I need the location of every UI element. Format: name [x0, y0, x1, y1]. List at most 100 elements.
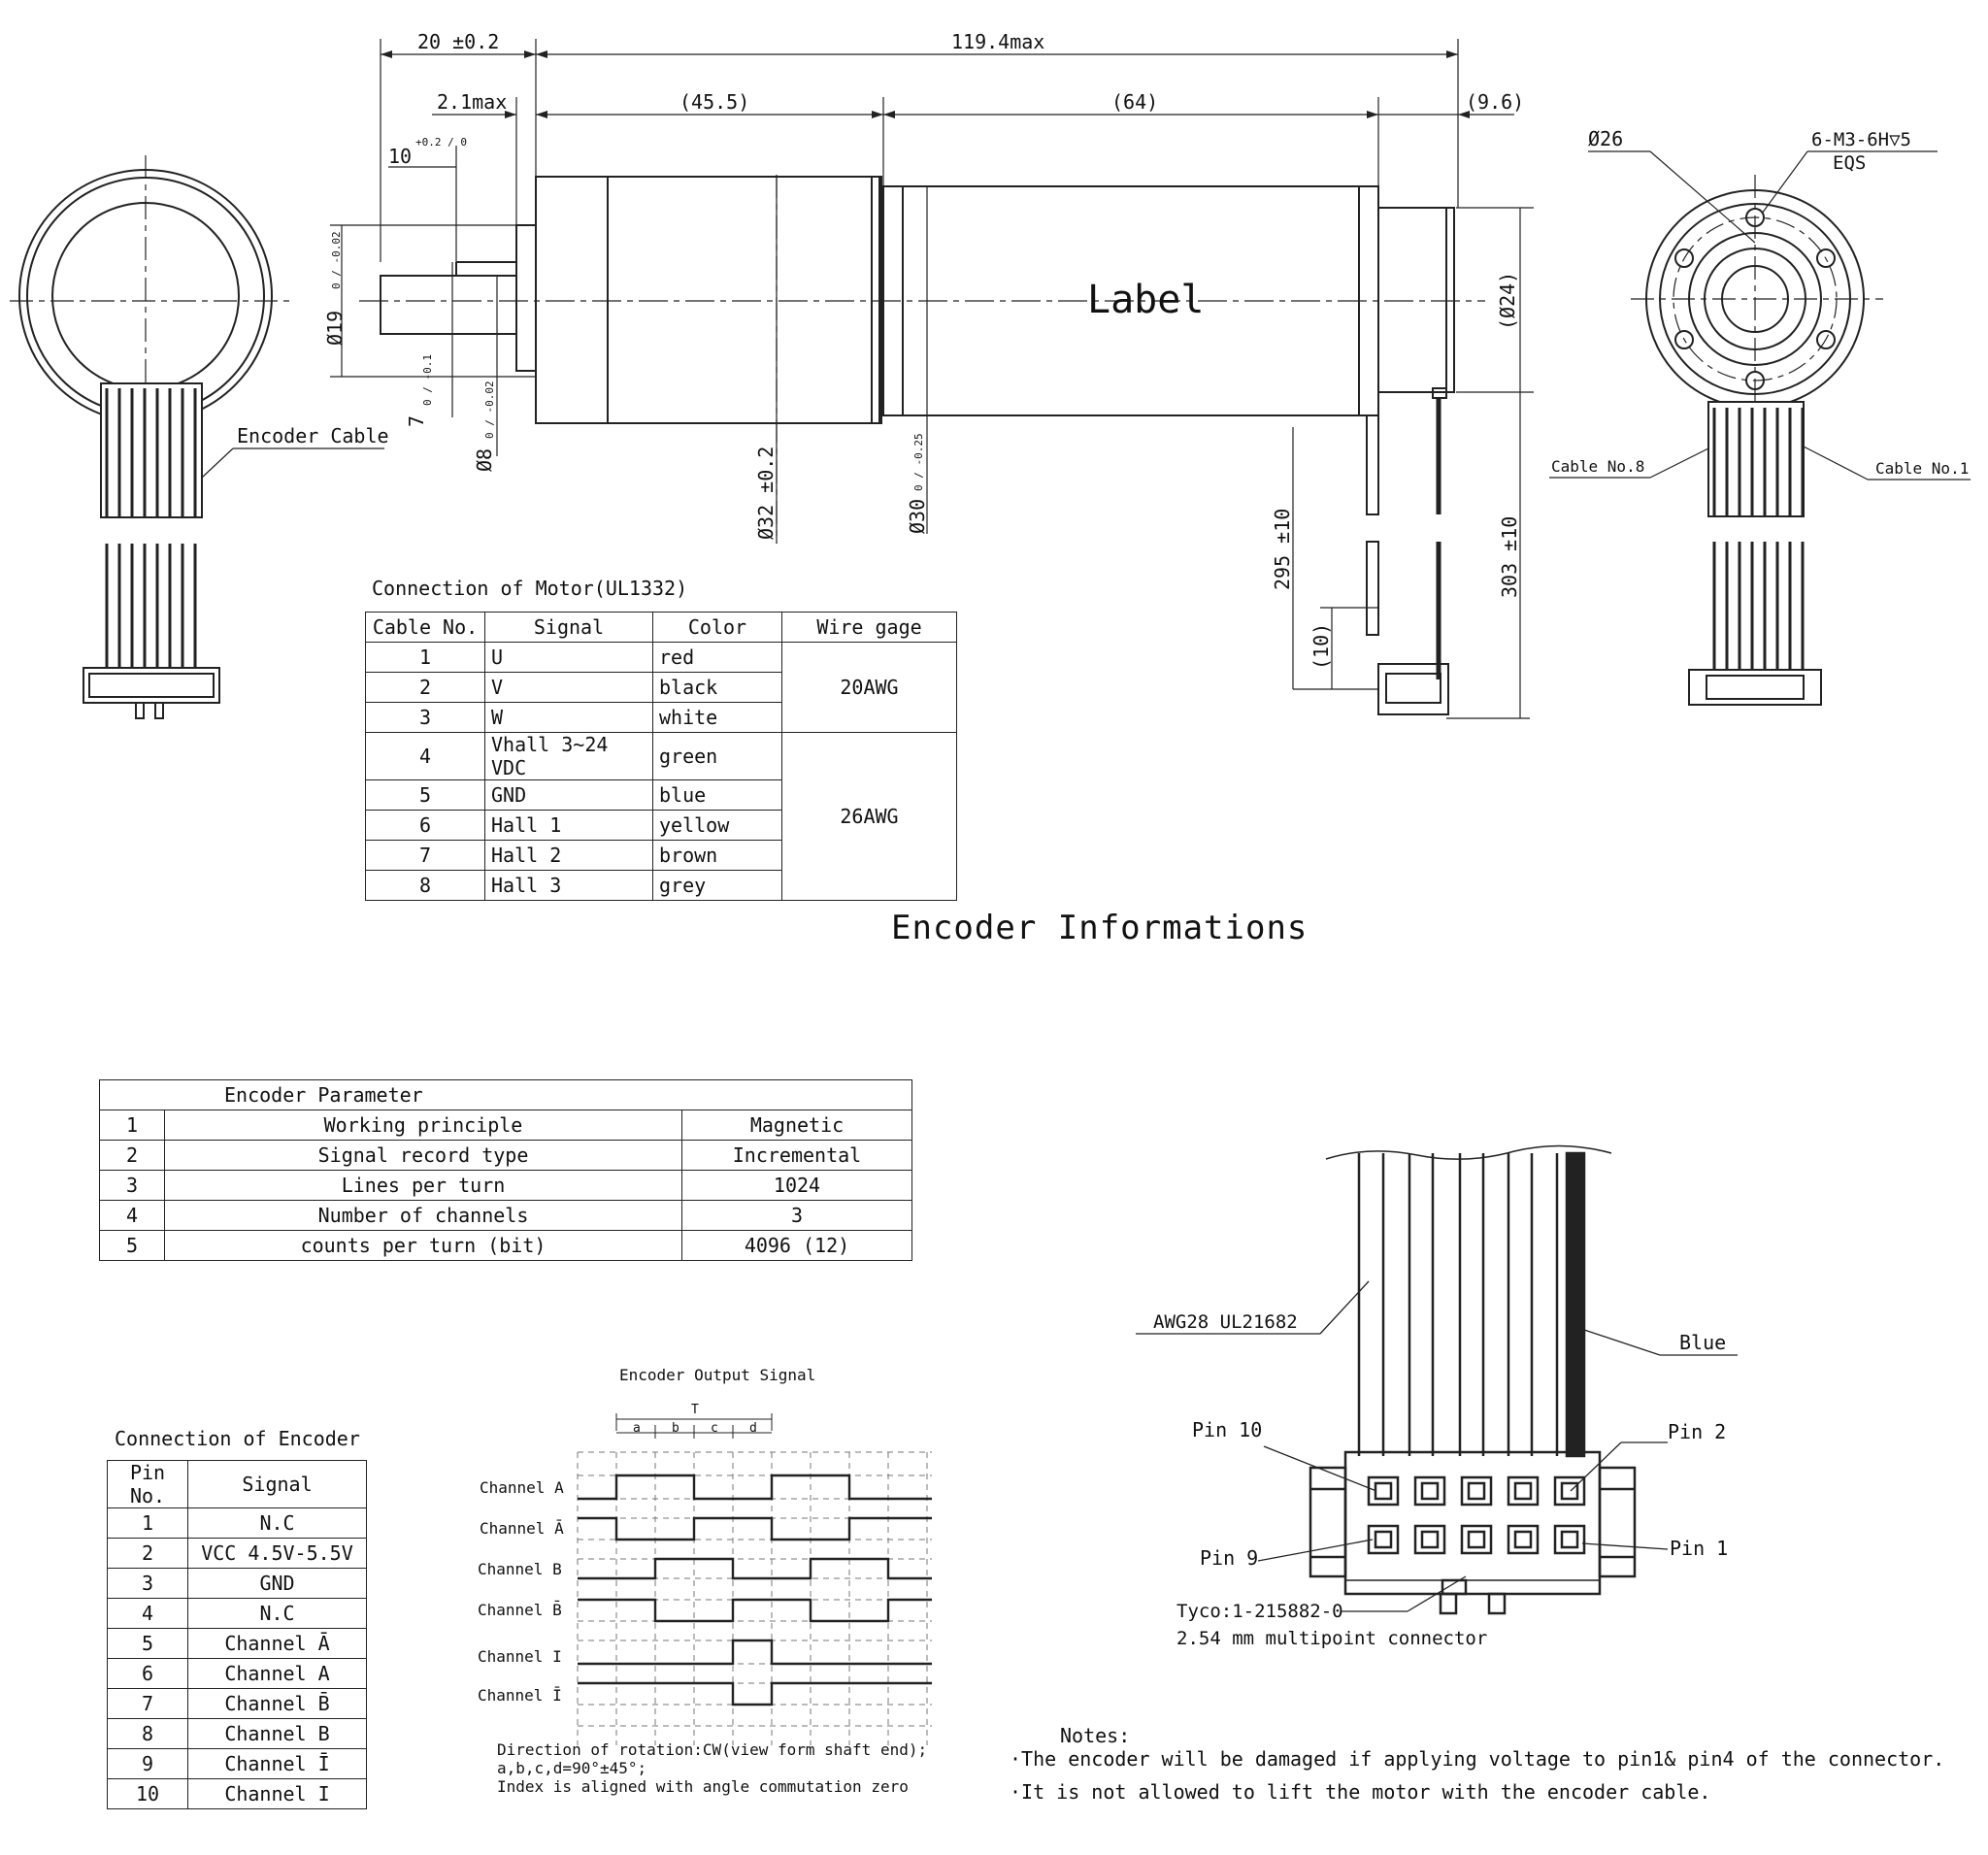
- table-row: 1 Working principle Magnetic: [99, 1110, 912, 1141]
- cell: Channel I: [187, 1778, 367, 1809]
- table-row: 3 W white: [365, 702, 957, 733]
- cell: 9: [107, 1748, 188, 1779]
- cell: green: [652, 732, 782, 780]
- cell: Channel Ī: [187, 1748, 367, 1779]
- signal-note-3: Index is aligned with angle commutation …: [497, 1777, 909, 1796]
- cell: 7: [365, 840, 485, 871]
- dim-dia19-tol: 0 / -0.02: [330, 231, 343, 289]
- cell: 5: [107, 1628, 188, 1659]
- table-row: 4 Vhall 3~24 VDC green 26AWG: [365, 732, 957, 901]
- cell: N.C: [187, 1507, 367, 1539]
- dim-gear: (45.5): [679, 90, 749, 114]
- dim-cable1: Cable No.1: [1875, 459, 1969, 478]
- channel-a-bar-label: Channel Ā: [480, 1519, 564, 1538]
- cell: 8: [365, 870, 485, 901]
- cell: U: [484, 642, 653, 673]
- table-row: 1 U red 20AWG: [365, 642, 957, 733]
- signal-note-2: a,b,c,d=90°±45°;: [497, 1759, 646, 1777]
- signal-period: T: [691, 1403, 699, 1417]
- cell: 3: [107, 1568, 188, 1599]
- dim-len10: (10): [1309, 623, 1333, 670]
- cell: GND: [187, 1568, 367, 1599]
- table-row: 6 Hall 1 yellow: [365, 810, 957, 841]
- cell: Channel B: [187, 1718, 367, 1749]
- dim-total: 119.4max: [951, 30, 1044, 53]
- cell: 2: [107, 1538, 188, 1569]
- cell: 1024: [681, 1170, 912, 1201]
- cell: white: [652, 702, 782, 733]
- tyco-label: Tyco:1-215882-0: [1176, 1601, 1343, 1622]
- channel-i-bar-label: Channel Ī: [478, 1686, 562, 1705]
- dim-cable8: Cable No.8: [1551, 457, 1644, 476]
- cell: Vhall 3~24 VDC: [484, 732, 653, 780]
- table-row: 5 counts per turn (bit) 4096 (12): [99, 1230, 912, 1261]
- cell: 6: [107, 1658, 188, 1689]
- signal-title: Encoder Output Signal: [619, 1366, 815, 1384]
- table-row: 2 Signal record type Incremental: [99, 1140, 912, 1171]
- note-1: ·The encoder will be damaged if applying…: [1010, 1747, 1945, 1771]
- dim-flat7-tol: 0 / -0.1: [421, 354, 434, 406]
- cell: 4: [99, 1200, 165, 1231]
- connector-diagram: AWG28 UL21682 Blue Pin 10 Pin 2 Pin 9 Pi…: [1136, 1144, 1738, 1649]
- cell: 4: [365, 732, 485, 780]
- motor-th-gage: Wire gage: [781, 612, 957, 643]
- cell: counts per turn (bit): [164, 1230, 682, 1261]
- dim-gap: 2.1max: [437, 90, 507, 114]
- dim-eqs: EQS: [1833, 152, 1866, 174]
- cell: Hall 3: [484, 870, 653, 901]
- cell: Channel A: [187, 1658, 367, 1689]
- cell: Signal record type: [164, 1140, 682, 1171]
- dim-dia30-tol: 0 / -0.25: [912, 433, 925, 491]
- cell: 2: [99, 1140, 165, 1171]
- cell: grey: [652, 870, 782, 901]
- dim-dia8: Ø8: [473, 448, 496, 472]
- cell: 4096 (12): [681, 1230, 912, 1261]
- cell: Channel B̄: [187, 1688, 367, 1719]
- gage-20awg: 20AWG: [781, 642, 957, 733]
- pin9-label: Pin 9: [1200, 1546, 1258, 1570]
- dim-flat7: 7: [405, 415, 428, 427]
- cell: black: [652, 672, 782, 703]
- table-row: 5 GND blue: [365, 779, 957, 811]
- cell: VCC 4.5V-5.5V: [187, 1538, 367, 1569]
- table-row: 4 Number of channels 3: [99, 1200, 912, 1231]
- encoder-conn-title: Connection of Encoder: [115, 1427, 360, 1450]
- motor-th-cable: Cable No.: [365, 612, 485, 643]
- cell: brown: [652, 840, 782, 871]
- pin2-label: Pin 2: [1668, 1420, 1726, 1443]
- cell: Number of channels: [164, 1200, 682, 1231]
- pin1-label: Pin 1: [1670, 1537, 1728, 1560]
- awg-label: AWG28 UL21682: [1153, 1311, 1298, 1333]
- cell: 5: [99, 1230, 165, 1261]
- cell: N.C: [187, 1598, 367, 1629]
- encoder-param-title: Encoder Parameter: [99, 1079, 912, 1110]
- cell: 4: [107, 1598, 188, 1629]
- motor-th-color: Color: [652, 612, 782, 643]
- signal-phase-a: a: [633, 1421, 641, 1436]
- cell: Lines per turn: [164, 1170, 682, 1201]
- signal-diagram: Encoder Output Signal T a b c d Channel …: [478, 1366, 932, 1796]
- motor-table-title: Connection of Motor(UL1332): [372, 577, 688, 600]
- dim-dia30: Ø30: [906, 499, 929, 534]
- cell: 1: [99, 1110, 165, 1141]
- motor-th-signal: Signal: [484, 612, 653, 643]
- cell: 10: [107, 1778, 188, 1809]
- channel-b-bar-label: Channel B̄: [478, 1601, 562, 1619]
- encoder-param-table: Encoder Parameter 1 Working principle Ma…: [99, 1079, 912, 1261]
- dim-shaft-len: 20 ±0.2: [417, 30, 499, 53]
- cell: 2: [365, 672, 485, 703]
- cell: W: [484, 702, 653, 733]
- cell: 1: [107, 1507, 188, 1539]
- cell: blue: [652, 779, 782, 811]
- dim-label: Label: [1087, 278, 1204, 322]
- section-title: Encoder Informations: [891, 909, 1309, 947]
- dim-dia32: Ø32 ±0.2: [754, 447, 778, 540]
- dim-flat: 10: [388, 145, 412, 168]
- dim-dia26: Ø26: [1588, 127, 1623, 150]
- channel-a-label: Channel A: [480, 1478, 564, 1497]
- signal-phase-d: d: [749, 1421, 757, 1436]
